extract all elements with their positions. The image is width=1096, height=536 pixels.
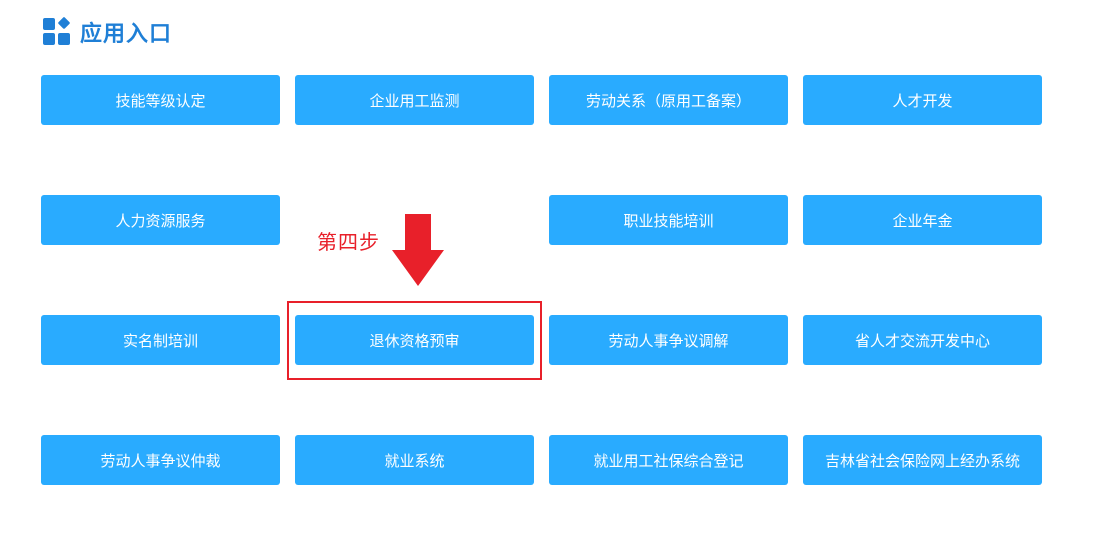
section-title: 应用入口 [80,22,173,47]
tile-labor-dispute-arbitration[interactable]: 劳动人事争议仲裁 [41,435,280,485]
tile-employment-social-security-registration[interactable]: 就业用工社保综合登记 [549,435,788,485]
tile-provincial-talent-center[interactable]: 省人才交流开发中心 [803,315,1042,365]
tile-labor-relations[interactable]: 劳动关系（原用工备案） [549,75,788,125]
tile-retirement-prequalification[interactable]: 退休资格预审 [295,315,534,365]
tile-vocational-training[interactable]: 职业技能培训 [549,195,788,245]
tile-enterprise-annuity[interactable]: 企业年金 [803,195,1042,245]
tile-employment-system[interactable]: 就业系统 [295,435,534,485]
tile-skill-level-certification[interactable]: 技能等级认定 [41,75,280,125]
app-grid-icon [43,17,70,45]
step-annotation-label: 第四步 [317,230,380,254]
section-header: 应用入口 [42,16,172,48]
tile-jilin-social-insurance-online[interactable]: 吉林省社会保险网上经办系统 [803,435,1042,485]
highlight-box [287,301,542,380]
tile-enterprise-employment-monitoring[interactable]: 企业用工监测 [295,75,534,125]
tile-talent-development[interactable]: 人才开发 [803,75,1042,125]
tile-real-name-training[interactable]: 实名制培训 [41,315,280,365]
down-arrow-icon [392,214,444,286]
tile-labor-dispute-mediation[interactable]: 劳动人事争议调解 [549,315,788,365]
tile-hr-services[interactable]: 人力资源服务 [41,195,280,245]
